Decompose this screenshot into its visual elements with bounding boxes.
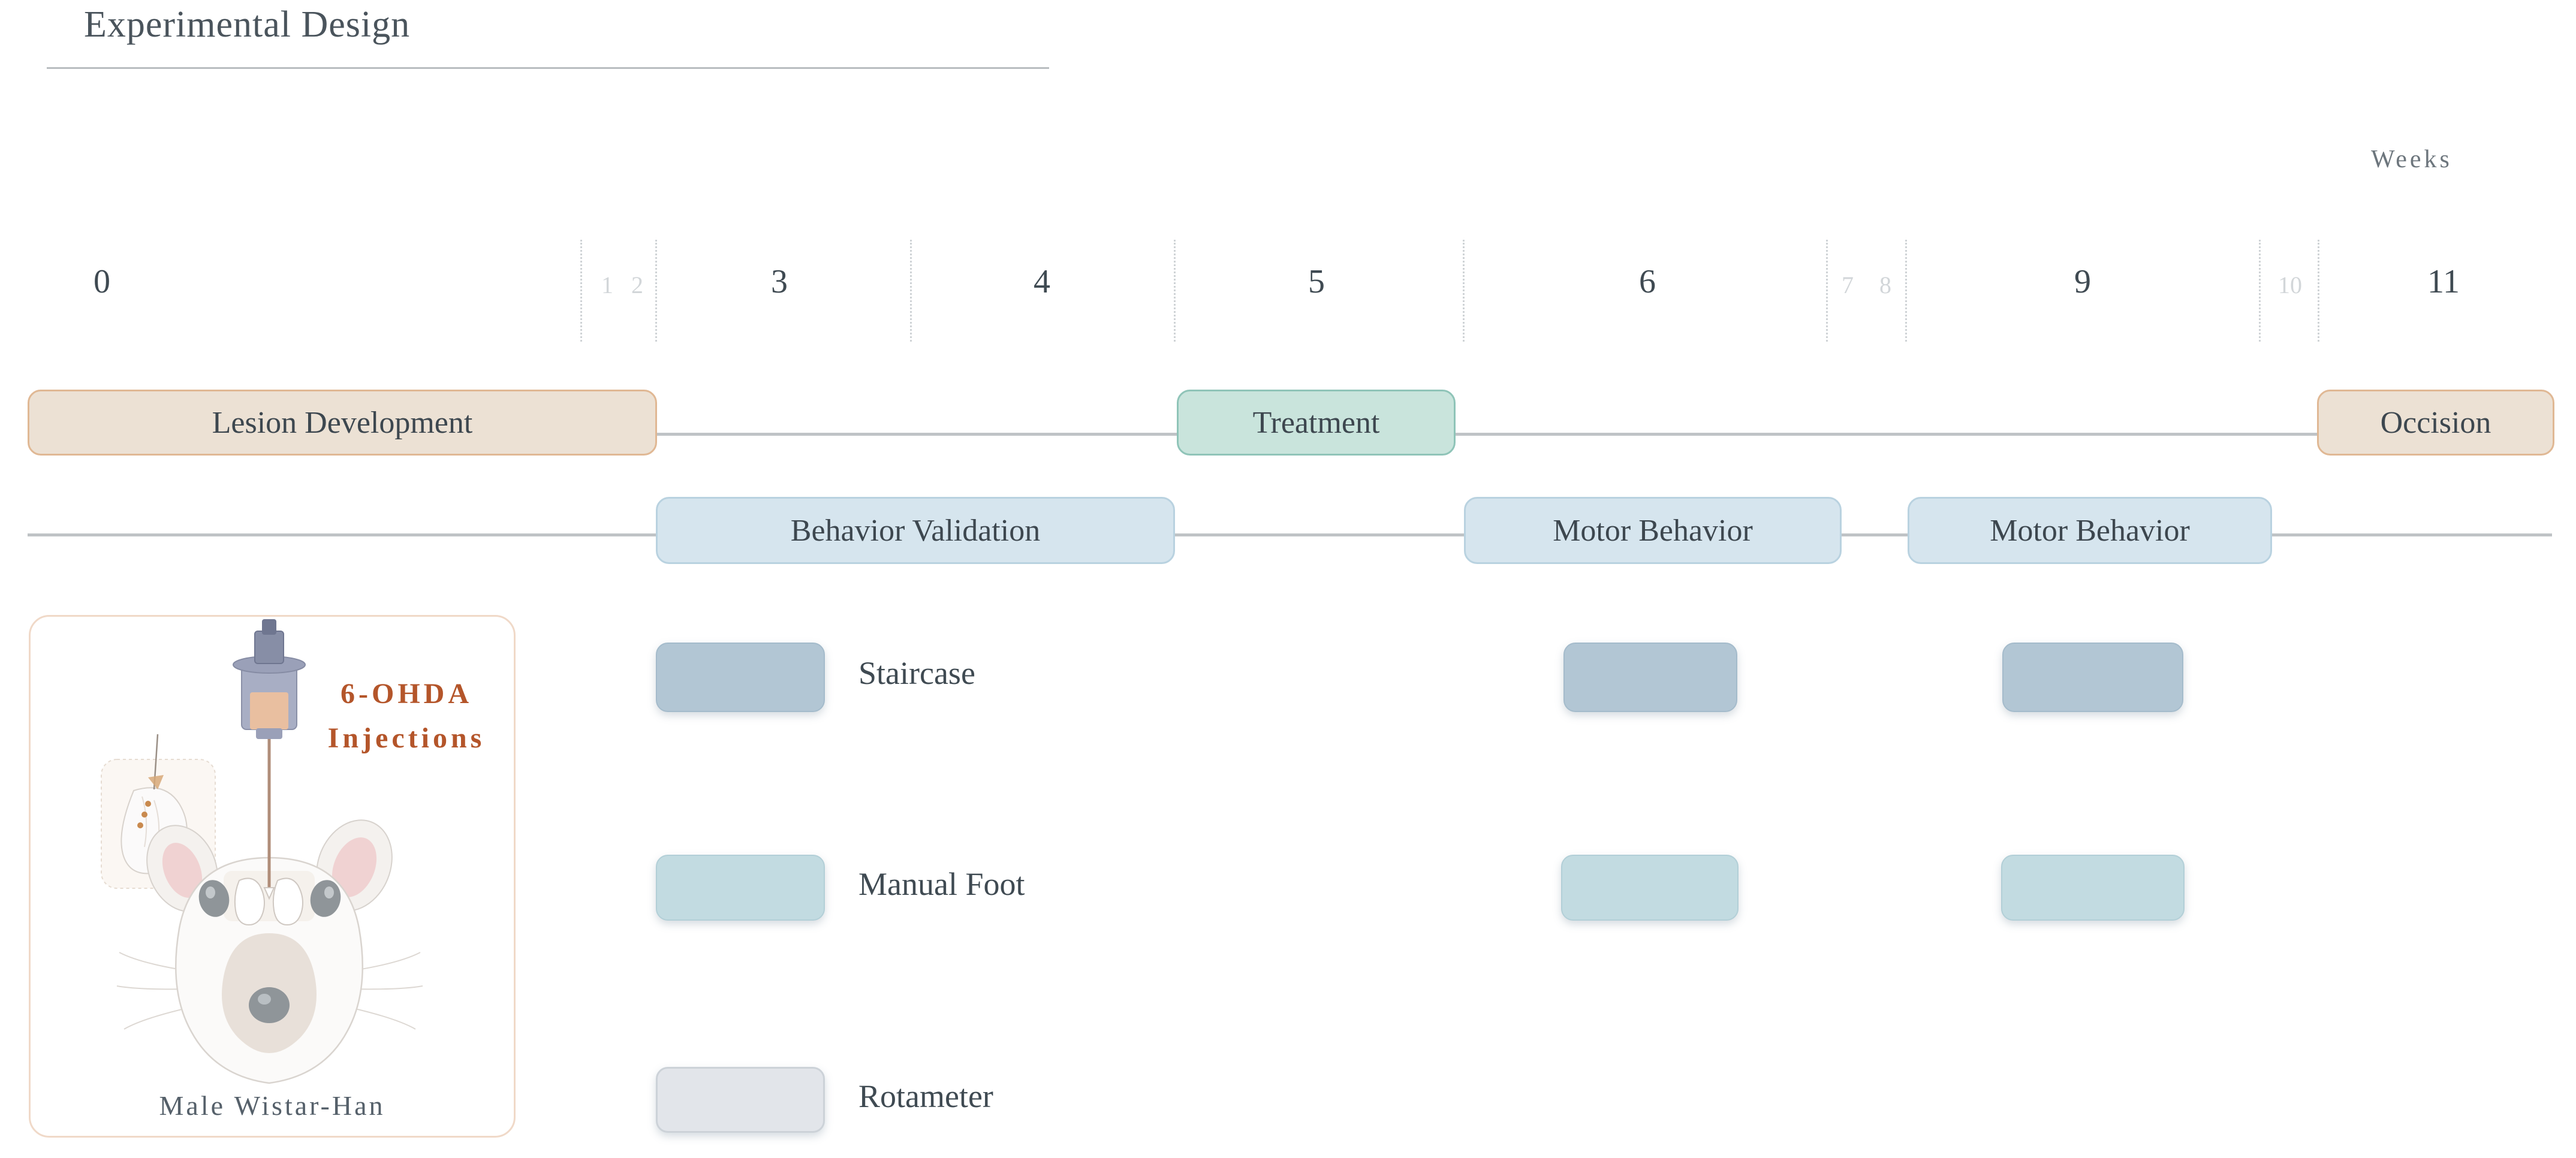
axis-gridline-3	[1174, 240, 1176, 342]
axis-gridline-1	[655, 240, 657, 342]
week-label-7: 7	[1842, 272, 1854, 298]
timepoint-marker-staircase-1[interactable]	[1563, 643, 1737, 712]
phase-pill-treatment[interactable]: Treatment	[1177, 390, 1456, 456]
rat-injection-illustration	[101, 619, 423, 1084]
axis-gridline-8	[2318, 240, 2319, 342]
animal-model-card: 6-OHDA Injections Male Wistar-Han	[29, 615, 516, 1138]
axis-gridline-4	[1463, 240, 1465, 342]
week-label-10: 10	[2278, 272, 2302, 298]
phase-pill-behavior-validation[interactable]: Behavior Validation	[656, 497, 1175, 564]
phase-pill-motor-behavior[interactable]: Motor Behavior	[1464, 497, 1842, 564]
week-label-9: 9	[2074, 263, 2091, 300]
timepoint-marker-manual-foot-1[interactable]	[1561, 855, 1739, 921]
week-label-2: 2	[631, 272, 643, 298]
axis-caption-weeks: Weeks	[2371, 146, 2453, 173]
timepoint-marker-manual-foot-2[interactable]	[2001, 855, 2185, 921]
assessment-track-line	[28, 533, 2552, 536]
axis-gridline-2	[910, 240, 912, 342]
axis-gridline-7	[2259, 240, 2261, 342]
drug-label: 6-OHDA Injections	[302, 672, 511, 761]
week-label-6: 6	[1639, 263, 1656, 300]
assay-label-rotameter: Rotameter	[858, 1078, 993, 1114]
phase-pill-lesion-development[interactable]: Lesion Development	[28, 390, 657, 456]
axis-gridline-6	[1905, 240, 1907, 342]
week-label-3: 3	[771, 263, 788, 300]
week-label-0: 0	[94, 263, 110, 300]
title-underline	[47, 67, 1049, 69]
week-label-8: 8	[1879, 272, 1891, 298]
animal-strain-caption: Male Wistar-Han	[159, 1090, 385, 1121]
week-label-5: 5	[1308, 263, 1325, 300]
page-title: Experimental Design	[84, 4, 411, 45]
legend-swatch-rotameter	[656, 1067, 825, 1133]
phase-pill-occision[interactable]: Occision	[2317, 390, 2554, 456]
assay-label-manual-foot: Manual Foot	[858, 866, 1025, 902]
assay-label-staircase: Staircase	[858, 655, 975, 691]
week-label-11: 11	[2427, 263, 2460, 300]
axis-gridline-0	[580, 240, 582, 342]
week-label-1: 1	[601, 272, 613, 298]
phase-pill-motor-behavior[interactable]: Motor Behavior	[1908, 497, 2272, 564]
axis-gridline-5	[1826, 240, 1828, 342]
legend-swatch-manual-foot	[656, 855, 825, 921]
drug-procedure: Injections	[327, 722, 486, 755]
drug-name: 6-OHDA	[341, 678, 472, 710]
timepoint-marker-staircase-2[interactable]	[2002, 643, 2183, 712]
week-label-4: 4	[1034, 263, 1050, 300]
legend-swatch-staircase	[656, 643, 825, 712]
